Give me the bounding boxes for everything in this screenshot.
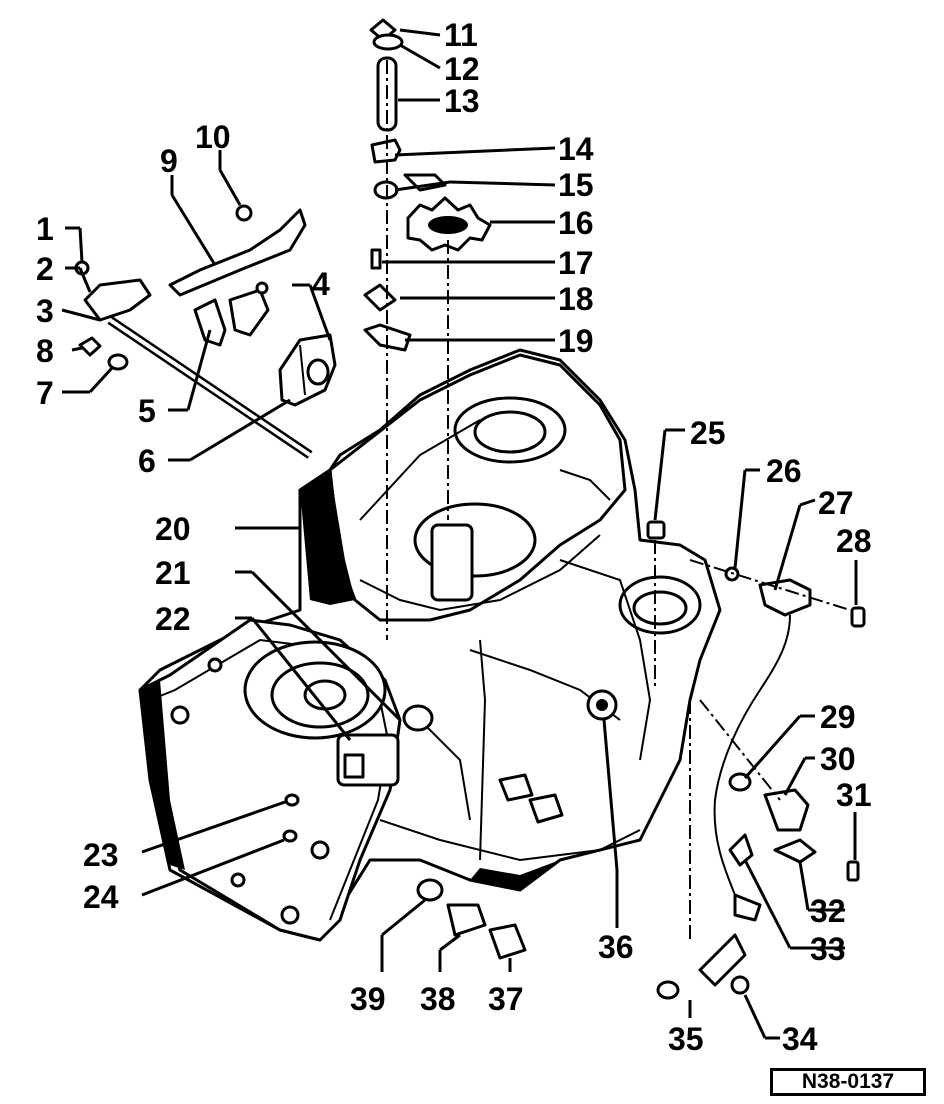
callout-27: 27 — [818, 485, 854, 521]
callout-34: 34 — [782, 1021, 818, 1057]
callout-36: 36 — [598, 929, 634, 965]
callout-16: 16 — [558, 205, 594, 241]
callout-7: 7 — [36, 375, 54, 411]
callout-1: 1 — [36, 211, 54, 247]
gearbox-housing — [138, 348, 722, 942]
callout-33: 33 — [810, 931, 846, 967]
callout-32: 32 — [810, 893, 846, 929]
diagram-canvas: 1 2 3 4 5 6 7 8 9 10 11 12 13 14 15 16 1… — [36, 17, 872, 1057]
callout-25: 25 — [690, 415, 726, 451]
callout-labels: 1 2 3 4 5 6 7 8 9 10 11 12 13 14 15 16 1… — [36, 17, 872, 1057]
callout-26: 26 — [766, 453, 802, 489]
callout-37: 37 — [488, 981, 524, 1017]
callout-3: 3 — [36, 293, 54, 329]
callout-12: 12 — [444, 51, 480, 87]
callout-18: 18 — [558, 281, 594, 317]
callout-31: 31 — [836, 777, 872, 813]
reference-code-label: N38-0137 — [770, 1068, 926, 1096]
selector-linkage — [74, 204, 337, 459]
callout-6: 6 — [138, 443, 156, 479]
callout-8: 8 — [36, 333, 54, 369]
callout-29: 29 — [820, 699, 856, 735]
callout-39: 39 — [350, 981, 386, 1017]
callout-21: 21 — [155, 555, 191, 591]
callout-38: 38 — [420, 981, 456, 1017]
callout-30: 30 — [820, 741, 856, 777]
callout-15: 15 — [558, 167, 594, 203]
callout-2: 2 — [36, 251, 54, 287]
callout-22: 22 — [155, 601, 191, 637]
callout-23: 23 — [83, 837, 119, 873]
callout-13: 13 — [444, 83, 480, 119]
callout-10: 10 — [195, 119, 231, 155]
callout-17: 17 — [558, 245, 594, 281]
callout-24: 24 — [83, 879, 119, 915]
shift-stack — [363, 18, 492, 640]
callout-20: 20 — [155, 511, 191, 547]
callout-35: 35 — [668, 1021, 704, 1057]
callout-28: 28 — [836, 523, 872, 559]
callout-9: 9 — [160, 143, 178, 179]
callout-14: 14 — [558, 131, 594, 167]
sensor-assembly — [646, 520, 866, 1000]
callout-11: 11 — [444, 17, 478, 53]
callout-5: 5 — [138, 393, 156, 429]
callout-4: 4 — [312, 266, 330, 302]
callout-19: 19 — [558, 323, 594, 359]
lower-parts — [282, 689, 618, 960]
